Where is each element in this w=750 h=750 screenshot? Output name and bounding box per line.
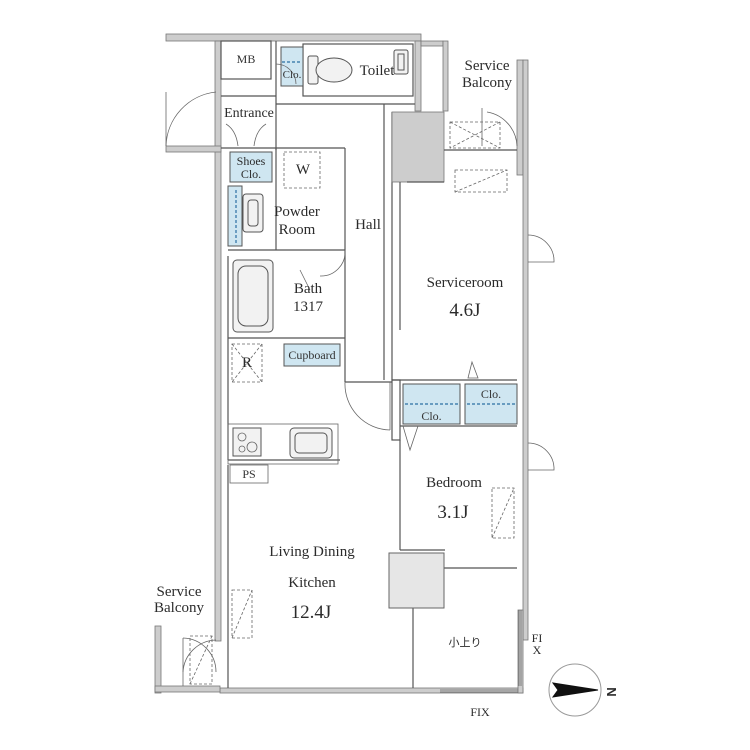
cupboard-label: Cupboard bbox=[288, 348, 336, 362]
ps-box bbox=[229, 464, 269, 484]
fix-right-label: FIX bbox=[531, 631, 543, 657]
service-balcony-top-label-1: Service bbox=[464, 58, 510, 74]
clo-right-upper-label: Clo. bbox=[480, 387, 502, 401]
windows bbox=[440, 610, 522, 693]
north-arrow-icon bbox=[548, 663, 602, 717]
serviceroom-size-label: 4.6J bbox=[449, 300, 481, 321]
cooktop-icon bbox=[232, 427, 262, 457]
storage-areas bbox=[227, 46, 518, 425]
shoes-clo-label-1: Shoes bbox=[236, 154, 266, 168]
ldk-size-label: 12.4J bbox=[290, 602, 332, 623]
kitchen-counter bbox=[227, 423, 339, 465]
dashed-marks bbox=[189, 121, 515, 685]
bath-label-2: 1317 bbox=[293, 299, 323, 315]
bath-label-1: Bath bbox=[293, 281, 323, 297]
bedroom-size-label: 3.1J bbox=[437, 502, 469, 523]
w-label: W bbox=[295, 162, 311, 178]
hall-label: Hall bbox=[355, 217, 381, 233]
service-balcony-left-label-2: Balcony bbox=[154, 600, 204, 616]
ps-label: PS bbox=[242, 467, 256, 481]
sink-icon bbox=[289, 427, 333, 459]
bathtub-icon bbox=[232, 259, 274, 333]
powder-room-label-1: Powder bbox=[274, 204, 320, 220]
toilet-icon bbox=[307, 49, 409, 85]
clo-top-label: Clo. bbox=[282, 69, 302, 81]
clo-right-lower-label: Clo. bbox=[421, 409, 442, 423]
shoes-clo-label-2: Clo. bbox=[240, 167, 262, 181]
ldk-label-1: Living Dining bbox=[269, 544, 355, 560]
koagari-label: 小上り bbox=[448, 636, 482, 649]
ldk-label-2: Kitchen bbox=[288, 575, 336, 591]
serviceroom-name-label: Serviceroom bbox=[426, 275, 504, 291]
pillar bbox=[388, 552, 445, 609]
toilet-label: Toilet bbox=[359, 63, 395, 79]
fix-bottom-label: FIX bbox=[470, 705, 490, 719]
r-label: R bbox=[241, 355, 252, 371]
washbasin-icon bbox=[242, 193, 264, 233]
service-balcony-left-label-1: Service bbox=[156, 584, 202, 600]
bedroom-name-label: Bedroom bbox=[426, 475, 482, 491]
mb-label: MB bbox=[236, 52, 256, 66]
exterior-walls bbox=[154, 33, 529, 694]
entrance-label: Entrance bbox=[224, 106, 274, 121]
compass-north-label: N bbox=[604, 687, 619, 697]
powder-room-label-2: Room bbox=[278, 222, 316, 238]
doors bbox=[165, 63, 555, 686]
service-balcony-top-label-2: Balcony bbox=[462, 75, 512, 91]
